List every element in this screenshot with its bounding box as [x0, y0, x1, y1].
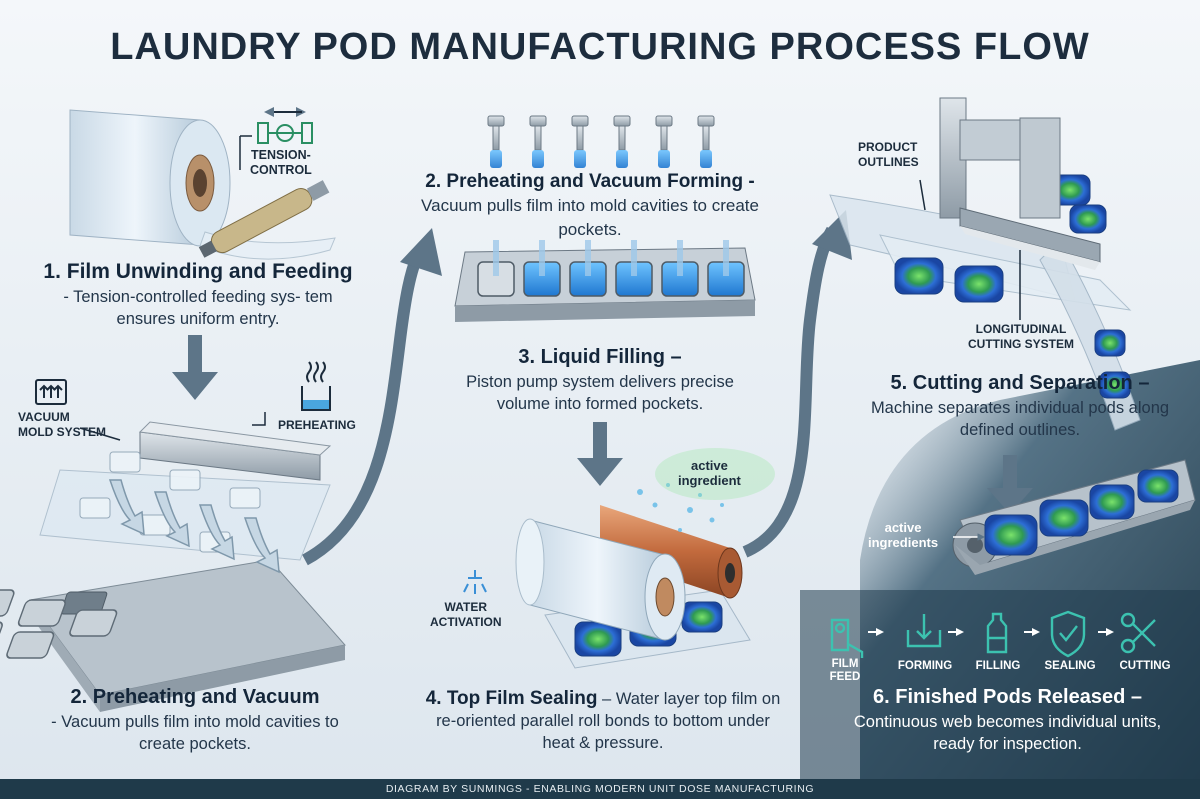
mini-flow-film-feed: FILM FEED: [829, 658, 861, 683]
diagram-title: LAUNDRY POD MANUFACTURING PROCESS FLOW: [110, 26, 1090, 68]
step-5-cutting-separation: 5. Cutting and Separation – Machine sepa…: [850, 372, 1190, 441]
vacuum-mold-icon: [35, 379, 67, 405]
step-1-film-unwinding: 1. Film Unwinding and Feeding - Tension-…: [18, 260, 378, 330]
piston-mold-illustration: [454, 115, 756, 322]
mini-flow-cutting: CUTTING: [1119, 660, 1171, 672]
step-4-heading-dash: –: [597, 690, 616, 708]
mini-flow-sealing: SEALING: [1044, 660, 1096, 672]
step-3-liquid-filling: 3. Liquid Filling – Piston pump system d…: [430, 346, 770, 415]
sealing-rolls-illustration: [515, 483, 751, 669]
step-4-top-film-sealing: 4. Top Film Sealing – Water layer top fi…: [418, 688, 788, 754]
step-3-description: Piston pump system delivers precise volu…: [466, 373, 734, 413]
water-activation-label: WATER ACTIVATION: [430, 600, 502, 629]
step-2-preheating-vacuum-bottom: 2. Preheating and Vacuum - Vacuum pulls …: [15, 686, 375, 755]
tension-control-icon: [239, 107, 313, 170]
cutting-machine-illustration: [829, 97, 1141, 431]
step-4-description: Water layer top film on re-oriented para…: [436, 690, 781, 752]
step-3-heading: 3. Liquid Filling –: [518, 346, 682, 368]
step-2-heading: 2. Preheating and Vacuum Forming: [425, 171, 744, 192]
step-2b-description: - Vacuum pulls film into mold cavities t…: [51, 713, 339, 753]
mini-flow-filling: FILLING: [975, 660, 1021, 672]
preheating-label: PREHEATING: [278, 418, 356, 432]
step-1-heading: 1. Film Unwinding and Feeding: [43, 260, 353, 283]
water-spray-icon: [463, 570, 487, 594]
conveyor-illustration: [952, 459, 1196, 575]
step-2b-heading: 2. Preheating and Vacuum: [70, 686, 320, 708]
step-2-preheating-vacuum-forming: 2. Preheating and Vacuum Forming - Vacuu…: [420, 170, 760, 242]
longitudinal-cutting-label: LONGITUDINAL CUTTING SYSTEM: [968, 322, 1075, 351]
active-ingredient-label: active ingredient: [678, 458, 741, 488]
step-6-heading: 6. Finished Pods Released –: [873, 686, 1142, 708]
tension-control-label: TENSION- CONTROL: [250, 148, 312, 177]
step-5-heading: 5. Cutting and Separation –: [890, 372, 1150, 394]
vacuum-mold-illustration: [0, 421, 346, 712]
step-1-description: - Tension-controlled feeding sys- tem en…: [63, 288, 333, 328]
step-2-description: Vacuum pulls film into mold cavities to …: [421, 196, 759, 239]
mini-flow-forming: FORMING: [897, 660, 953, 672]
step-4-heading: 4. Top Film Sealing: [425, 688, 598, 709]
step-2-heading-dash: -: [743, 171, 755, 192]
step-5-description: Machine separates individual pods along …: [870, 399, 1170, 439]
mini-flow-icons: [830, 610, 1156, 658]
film-roll-illustration: [69, 109, 336, 260]
product-outlines-label: PRODUCT OUTLINES: [858, 140, 919, 169]
active-ingredients-label: active ingredients: [868, 520, 939, 550]
step-6-finished-pods: 6. Finished Pods Released – Continuous w…: [820, 686, 1195, 755]
preheating-icon: [252, 361, 331, 426]
step-6-description: Continuous web becomes individual units,…: [853, 713, 1162, 753]
vacuum-mold-label: VACUUM MOLD SYSTEM: [18, 410, 107, 439]
footer-credit: DIAGRAM BY SUNMINGS - ENABLING MODERN UN…: [0, 779, 1200, 799]
